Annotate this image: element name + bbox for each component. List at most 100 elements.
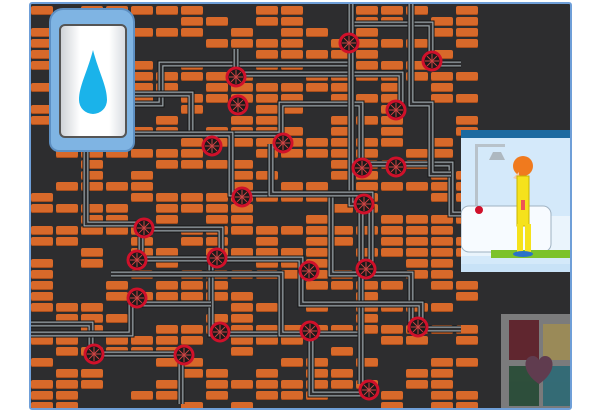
brick xyxy=(281,336,303,345)
brick xyxy=(356,314,378,323)
valve-button[interactable] xyxy=(173,344,195,366)
brick xyxy=(81,380,103,389)
brick xyxy=(156,336,178,345)
brick xyxy=(56,336,78,345)
brick xyxy=(156,28,178,37)
brick xyxy=(206,369,228,378)
brick xyxy=(456,28,478,37)
brick xyxy=(31,391,53,400)
valve-button[interactable] xyxy=(385,99,407,121)
valve-button[interactable] xyxy=(201,135,223,157)
valve-button[interactable] xyxy=(299,320,321,342)
valve-button[interactable] xyxy=(206,247,228,269)
brick xyxy=(281,391,303,400)
brick xyxy=(181,204,203,213)
valve-button[interactable] xyxy=(385,156,407,178)
brick xyxy=(206,281,228,290)
brick xyxy=(31,281,53,290)
valve-button[interactable] xyxy=(355,258,377,280)
brick xyxy=(156,160,178,169)
brick xyxy=(431,259,453,268)
brick xyxy=(131,72,153,81)
brick xyxy=(406,336,428,345)
valve-button[interactable] xyxy=(351,157,373,179)
tank-window xyxy=(59,24,127,138)
valve-button[interactable] xyxy=(83,343,105,365)
brick xyxy=(306,50,328,59)
valve-button[interactable] xyxy=(358,379,380,401)
brick xyxy=(281,149,303,158)
brick xyxy=(56,226,78,235)
brick xyxy=(356,226,378,235)
puzzle-heart-logo xyxy=(501,314,570,408)
brick xyxy=(56,237,78,246)
brick xyxy=(406,380,428,389)
brick xyxy=(331,94,353,103)
brick xyxy=(231,39,253,48)
brick xyxy=(31,358,53,367)
brick xyxy=(456,281,478,290)
valve-button[interactable] xyxy=(225,66,247,88)
brick xyxy=(381,215,403,224)
brick xyxy=(131,28,153,37)
valve-button[interactable] xyxy=(209,321,231,343)
valve-button[interactable] xyxy=(338,32,360,54)
brick xyxy=(306,358,328,367)
brick xyxy=(331,380,353,389)
valve-button[interactable] xyxy=(353,193,375,215)
pipe xyxy=(31,300,211,338)
brick xyxy=(406,6,428,15)
brick xyxy=(431,193,453,202)
brick xyxy=(31,402,53,408)
brick xyxy=(31,28,53,37)
brick xyxy=(256,171,278,180)
valve-button[interactable] xyxy=(298,260,320,282)
brick xyxy=(256,138,278,147)
brick xyxy=(256,325,278,334)
brick xyxy=(281,226,303,235)
valve-button[interactable] xyxy=(272,132,294,154)
brick xyxy=(331,347,353,356)
brick xyxy=(106,281,128,290)
brick xyxy=(156,215,178,224)
brick xyxy=(181,237,203,246)
brick xyxy=(381,61,403,70)
brick xyxy=(231,204,253,213)
brick xyxy=(331,127,353,136)
brick xyxy=(156,193,178,202)
pipe-network xyxy=(31,4,461,404)
brick xyxy=(281,94,303,103)
brick xyxy=(331,369,353,378)
brick xyxy=(256,336,278,345)
valve-button[interactable] xyxy=(421,50,443,72)
brick xyxy=(356,149,378,158)
brick xyxy=(331,116,353,125)
brick xyxy=(31,380,53,389)
brick xyxy=(256,380,278,389)
brick xyxy=(456,94,478,103)
brick xyxy=(31,39,53,48)
brick xyxy=(31,237,53,246)
valve-button[interactable] xyxy=(231,186,253,208)
valve-button[interactable] xyxy=(126,249,148,271)
brick xyxy=(156,248,178,257)
valve-button[interactable] xyxy=(407,316,429,338)
brick xyxy=(256,50,278,59)
brick xyxy=(106,182,128,191)
brick xyxy=(381,127,403,136)
valve-button[interactable] xyxy=(227,94,249,116)
brick xyxy=(231,402,253,408)
brick xyxy=(256,39,278,48)
brick xyxy=(156,72,178,81)
brick xyxy=(81,160,103,169)
brick xyxy=(231,303,253,312)
valve-button[interactable] xyxy=(126,287,148,309)
brick xyxy=(431,237,453,246)
brick xyxy=(431,28,453,37)
brick xyxy=(256,83,278,92)
brick xyxy=(156,6,178,15)
valve-button[interactable] xyxy=(133,217,155,239)
brick xyxy=(81,248,103,257)
man-in-shower-illustration xyxy=(460,138,570,264)
brick xyxy=(431,248,453,257)
